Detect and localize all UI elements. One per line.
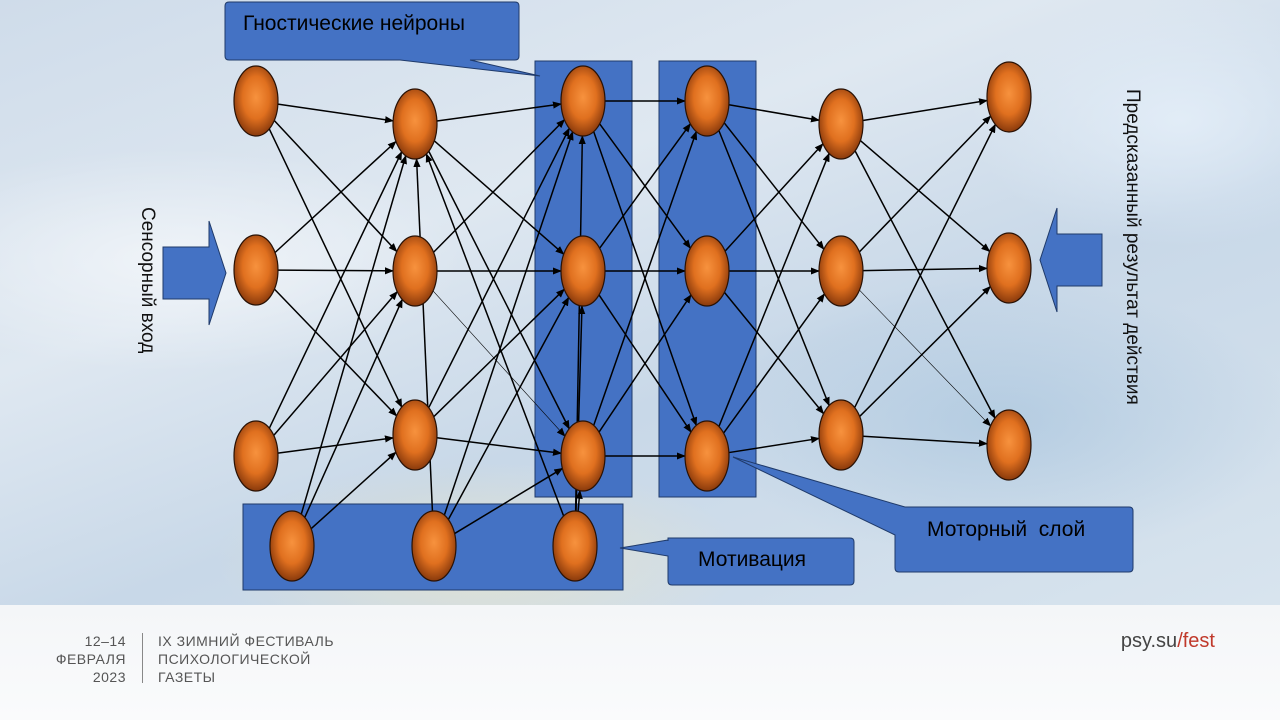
connection-arrow — [428, 150, 570, 430]
connection-arrow — [277, 103, 394, 124]
predicted-result-label: Предсказанный результат действия — [1122, 89, 1143, 405]
connection-arrow — [277, 267, 394, 275]
connection-arrow — [592, 130, 698, 426]
connection-arrow — [304, 298, 403, 518]
connection-arrow — [436, 101, 562, 122]
connection-arrow — [859, 140, 991, 252]
connection-arrow — [436, 436, 562, 456]
festival-title-line1: IX ЗИМНИЙ ФЕСТИВАЛЬ — [158, 633, 335, 649]
connection-arrow — [723, 122, 825, 250]
connection-arrow — [728, 436, 820, 454]
neuron-node — [269, 510, 315, 582]
neuron-node — [684, 420, 730, 492]
connection-arrow — [854, 150, 996, 419]
predicted-result-arrow — [1039, 207, 1103, 313]
connection-arrow — [268, 151, 403, 429]
neuron-node — [818, 88, 864, 160]
neural-network-diagram: Гностические нейроны Моторный слой Мотив… — [162, 1, 1134, 591]
connection-arrow — [277, 435, 394, 454]
neuron-node — [392, 235, 438, 307]
connection-arrow — [575, 489, 583, 512]
connection-arrow — [425, 153, 565, 517]
connection-edges — [268, 97, 997, 535]
connection-arrow — [858, 115, 992, 253]
sensory-input-arrow — [162, 220, 227, 326]
logo-slash: / — [1177, 630, 1183, 652]
neuron-node — [684, 235, 730, 307]
date-month: ФЕВРАЛЯ — [55, 651, 126, 667]
connection-arrow — [859, 285, 991, 417]
connection-arrow — [599, 123, 691, 249]
logo-fest: fest — [1182, 630, 1215, 652]
connection-arrow — [598, 294, 692, 433]
connection-arrow — [300, 154, 407, 515]
connection-arrow — [428, 127, 570, 409]
festival-title: IX ЗИМНИЙ ФЕСТИВАЛЬ ПСИХОЛОГИЧЕСКОЙ ГАЗЕ… — [158, 632, 334, 686]
connection-arrow — [723, 293, 825, 434]
festival-title-line2: ПСИХОЛОГИЧЕСКОЙ — [158, 651, 311, 667]
connection-arrow — [724, 143, 824, 252]
neuron-node — [552, 510, 598, 582]
date-days: 12–14 — [84, 633, 126, 649]
neuron-node — [818, 235, 864, 307]
neuron-node — [986, 409, 1032, 481]
neuron-node — [560, 65, 606, 137]
slide-canvas: Гностические нейроны Моторный слой Мотив… — [0, 0, 1280, 605]
connection-arrow — [432, 290, 566, 437]
date-year: 2023 — [92, 669, 126, 685]
motivation-callout: Мотивация — [619, 537, 855, 586]
motor-callout: Моторный слой — [732, 456, 1134, 573]
festival-dates: 12–14 ФЕВРАЛЯ 2023 — [56, 632, 126, 686]
psy-su-fest-logo[interactable]: psy.su/fest — [1121, 630, 1215, 653]
neuron-node — [986, 61, 1032, 133]
logo-domain: psy.su — [1120, 630, 1178, 652]
neuron-node — [233, 420, 279, 492]
neuron-node — [233, 65, 279, 137]
connection-arrow — [454, 467, 564, 535]
footer: 12–14 ФЕВРАЛЯ 2023 IX ЗИМНИЙ ФЕСТИВАЛЬ П… — [0, 605, 1280, 720]
connection-arrow — [728, 104, 821, 123]
neuron-node — [986, 232, 1032, 304]
connection-arrow — [433, 140, 565, 255]
neuron-node — [233, 234, 279, 306]
neurons — [233, 61, 1032, 582]
connection-arrow — [310, 451, 397, 530]
connection-arrow — [268, 128, 403, 408]
neuron-node — [392, 88, 438, 160]
connection-arrow — [862, 264, 988, 273]
neuron-node — [818, 399, 864, 471]
neuron-node — [560, 420, 606, 492]
festival-title-line3: ГАЗЕТЫ — [158, 669, 216, 685]
neuron-node — [560, 235, 606, 307]
connection-arrow — [718, 152, 830, 427]
gnostic-callout: Гностические нейроны — [224, 1, 541, 77]
neuron-node — [684, 65, 730, 137]
connection-arrow — [862, 98, 988, 122]
connection-arrow — [274, 140, 397, 254]
connection-arrow — [273, 288, 398, 417]
connection-arrow — [859, 289, 992, 427]
connection-arrow — [273, 120, 398, 253]
motor-callout-label: Моторный слой — [927, 518, 1085, 541]
sensory-input-label: Сенсорный вход — [137, 207, 158, 354]
neuron-node — [392, 399, 438, 471]
connection-arrow — [447, 296, 570, 520]
connection-arrow — [443, 131, 574, 516]
gnostic-callout-label: Гностические нейроны — [243, 12, 465, 35]
connection-arrow — [723, 291, 825, 415]
connection-arrow — [273, 290, 398, 436]
footer-divider — [142, 633, 143, 683]
motivation-callout-label: Мотивация — [698, 548, 806, 571]
connection-arrow — [862, 435, 988, 447]
neuron-node — [411, 510, 457, 582]
connection-arrow — [718, 130, 830, 407]
connection-arrow — [853, 123, 997, 408]
